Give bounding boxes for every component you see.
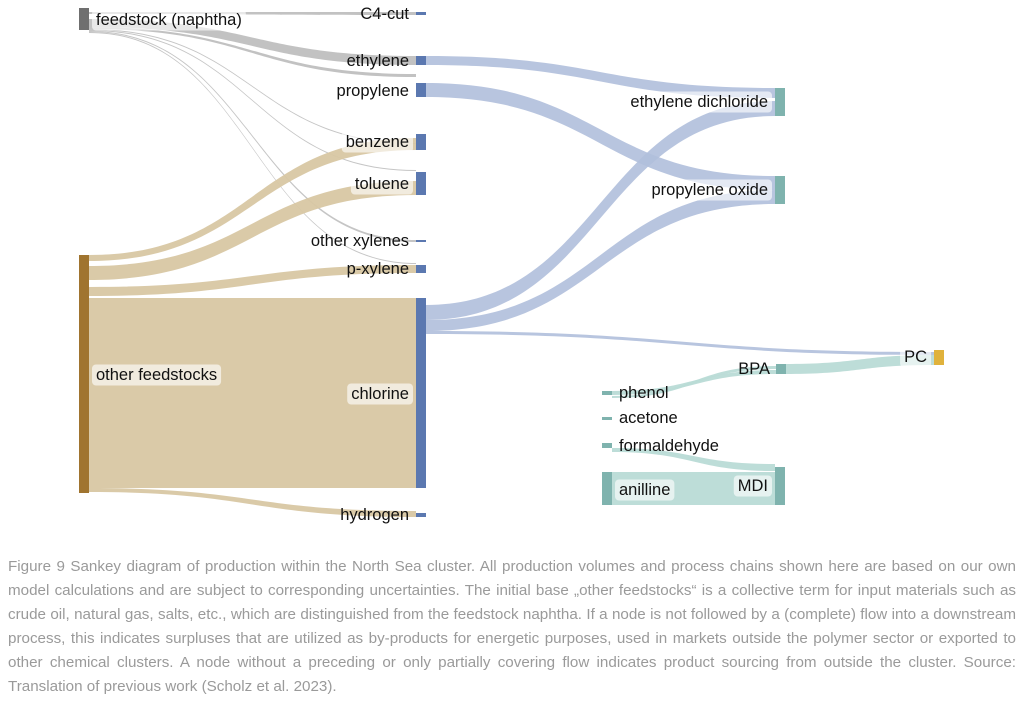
node-label-background-edc [626,91,772,113]
node-label-propylene: propylene [337,82,409,100]
sankey-links [89,12,934,517]
flow-other-to-toluene [89,181,416,280]
flow-naphtha-to-pxylene [89,32,416,264]
node-label-bpa: BPA [738,360,770,378]
flow-naphtha-to-toluene [89,30,416,171]
flow-naphtha-to-benzene [89,29,416,144]
sankey-labels: feedstock (naphtha) other feedstocks C4-cu… [92,5,932,524]
node-label-background-pc [900,346,932,368]
node-bpa [776,364,786,374]
node-label-acetone: acetone [619,409,678,427]
node-label-hydrogen: hydrogen [340,506,409,524]
node-label-background-chlorine [347,383,413,405]
node-label-background-naphtha [92,9,246,31]
flow-naphtha-to-propylene [89,27,416,77]
node-label-toluene: toluene [355,175,409,193]
flow-formaldehyde-to-mdi [612,448,775,471]
node-ethylene [416,56,426,65]
node-label-ethylene: ethylene [347,52,409,70]
node-label-chlorine: chlorine [351,385,409,403]
node-po [775,176,785,204]
flow-other-to-pxylene [89,265,416,296]
node-label-phenol: phenol [619,384,669,402]
node-label-background-mdi [733,475,772,497]
node-label-background-toluene [350,173,413,195]
flow-propylene-to-po [426,83,775,190]
node-edc [775,88,785,116]
flow-ethylene-to-edc [426,56,775,98]
node-pxylene [416,265,426,273]
node-chlorine [416,298,426,488]
node-label-background-benzene [341,131,413,153]
sankey-nodes [79,8,944,517]
node-oxylenes [416,240,426,242]
node-other [79,255,89,493]
node-label-po: propylene oxide [652,181,769,199]
node-label-mdi: MDI [738,477,768,495]
node-label-c4: C4-cut [360,5,409,23]
node-label-other: other feedstocks [96,366,217,384]
node-c4 [416,12,426,15]
flow-acetone-to-bpa [612,366,776,398]
sankey-diagram: feedstock (naphtha) other feedstocks C4-cu… [79,5,944,524]
flow-bpa-to-pc [786,355,934,374]
flow-chlorine-to-po [426,190,775,331]
figure-caption: Figure 9 Sankey diagram of production wi… [8,558,1016,695]
node-formaldehyde [602,443,612,448]
flow-naphtha-to-oxylenes [89,31,416,242]
node-aniline [602,472,612,505]
node-label-background-po [647,179,772,201]
node-label-background-other [92,364,222,386]
node-hydrogen [416,513,426,517]
flow-chlorine-to-pc [426,331,934,355]
node-benzene [416,134,426,150]
flow-other-to-hydrogen [89,488,416,517]
node-toluene [416,172,426,195]
flow-chlorine-to-edc [426,101,775,320]
node-pc [934,350,944,365]
node-mdi [775,467,785,505]
node-label-naphtha: feedstock (naphtha) [96,11,242,29]
node-label-pxylene: p-xylene [347,260,409,278]
node-label-background-aniline [615,479,675,501]
node-naphtha [79,8,89,30]
flow-other-to-chlorine [89,298,416,488]
node-label-formaldehyde: formaldehyde [619,437,719,455]
node-label-oxylenes: other xylenes [311,232,409,250]
node-acetone [602,417,612,420]
node-label-pc: PC [904,348,927,366]
node-propylene [416,83,426,97]
node-label-aniline: anilline [619,481,670,499]
node-phenol [602,391,612,395]
node-label-edc: ethylene dichloride [630,93,768,111]
flow-other-to-benzene [89,138,416,261]
node-label-benzene: benzene [346,133,409,151]
